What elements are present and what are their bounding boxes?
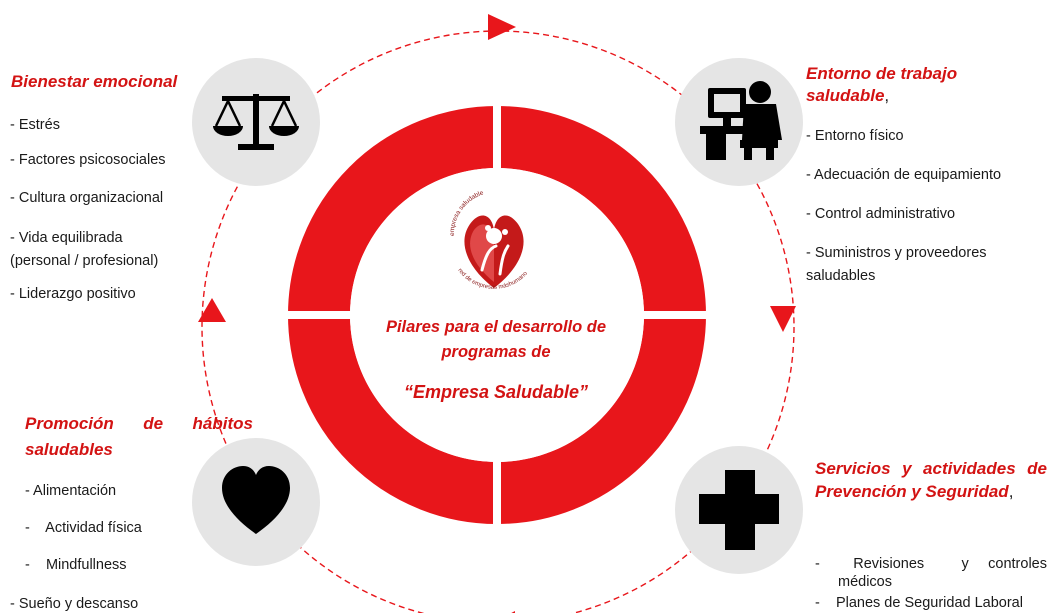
center-title-line2: programas de: [441, 343, 551, 361]
prevention-item: médicos: [838, 574, 892, 590]
cross-icon: [699, 470, 779, 550]
habits-item: - Mindfullness: [25, 557, 127, 573]
emotional-item: (personal / profesional): [10, 253, 159, 269]
cycle-arrow-right: [770, 306, 796, 332]
emotional-item: - Liderazgo positivo: [10, 286, 136, 302]
office-worker-icon: [700, 81, 782, 160]
habits-item: - Alimentación: [25, 483, 117, 499]
pillars-donut: [263, 80, 732, 550]
emotional-item: - Vida equilibrada: [10, 230, 123, 246]
scales-icon: [213, 94, 299, 150]
prevention-item: - Planes de Seguridad Laboral: [815, 595, 1023, 611]
habits-title-line1: Promoción de hábitos: [25, 414, 253, 433]
environment-title-line2: saludable,: [806, 86, 890, 105]
prevention-title-line1: Servicios y actividades de: [815, 459, 1047, 478]
habits-title-line2: saludables: [25, 440, 113, 459]
center-title-line1: Pilares para el desarrollo de: [385, 318, 607, 336]
habits-item: - Sueño y descanso: [10, 596, 139, 612]
prevention-item: - Revisiones y controles: [815, 556, 1047, 572]
habits-item: - Actividad física: [25, 520, 142, 536]
emotional-item: - Estrés: [10, 117, 60, 133]
environment-item: - Suministros y proveedores: [806, 245, 987, 261]
environment-icon-circle: [675, 58, 803, 186]
prevention-title-line2: Prevención y Seguridad,: [815, 482, 1014, 501]
environment-title-line1: Entorno de trabajo: [806, 64, 958, 83]
environment-item: saludables: [806, 268, 876, 284]
emotional-title: Bienestar emocional: [11, 72, 178, 91]
environment-item: - Adecuación de equipamiento: [806, 167, 1002, 183]
environment-item: - Entorno físico: [806, 128, 904, 144]
center-title-line3: “Empresa Saludable”: [403, 382, 589, 402]
cycle-arrow-left: [198, 298, 226, 322]
environment-item: - Control administrativo: [806, 206, 956, 222]
cycle-arrow-top: [488, 14, 516, 40]
emotional-item: - Factores psicosociales: [10, 152, 166, 168]
emotional-item: - Cultura organizacional: [10, 190, 164, 206]
heart-icon: [222, 466, 290, 534]
